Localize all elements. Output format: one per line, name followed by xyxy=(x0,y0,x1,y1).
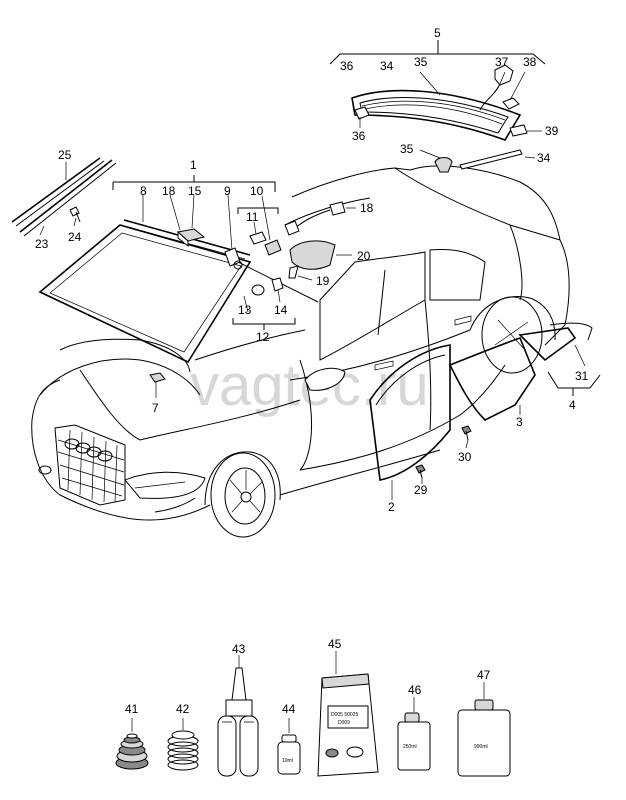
callout-numbers: 1 8 18 15 9 10 11 18 20 19 13 14 12 7 25… xyxy=(35,26,589,514)
callout-47: 47 xyxy=(477,668,491,682)
callout-7: 7 xyxy=(152,401,159,415)
callout-25: 25 xyxy=(58,148,72,162)
callout-8: 8 xyxy=(140,184,147,198)
car-body xyxy=(31,165,570,538)
callout-brackets xyxy=(39,40,601,500)
accessory-items: 41 42 43 10ml 44 xyxy=(115,637,511,777)
mirror-mount-parts xyxy=(149,201,346,383)
large-bottle: 990ml xyxy=(457,699,511,777)
sealing-cord-coil xyxy=(115,733,149,770)
callout-45: 45 xyxy=(328,637,342,651)
callout-20: 20 xyxy=(357,249,371,263)
callout-11: 11 xyxy=(246,210,259,224)
rear-window xyxy=(351,64,528,173)
callout-38: 38 xyxy=(523,55,537,69)
callout-35-bottom: 35 xyxy=(400,142,414,156)
callout-9: 9 xyxy=(224,184,231,198)
callout-31: 31 xyxy=(575,369,589,383)
callout-39: 39 xyxy=(545,124,559,138)
clip-part xyxy=(69,206,81,223)
callout-34-bottom: 34 xyxy=(537,151,551,165)
callout-23: 23 xyxy=(35,237,49,251)
small-bottle: 250ml xyxy=(397,712,431,771)
callout-3: 3 xyxy=(516,415,523,429)
callout-14: 14 xyxy=(274,303,288,317)
large-bottle-label: 990ml xyxy=(474,744,488,750)
callout-41: 41 xyxy=(125,702,139,716)
callout-13: 13 xyxy=(238,303,252,317)
callout-36-bottom: 36 xyxy=(352,129,366,143)
callout-24: 24 xyxy=(68,230,82,244)
small-bottle-label: 250ml xyxy=(403,744,417,750)
callout-19: 19 xyxy=(316,274,330,288)
callout-29: 29 xyxy=(414,483,428,497)
callout-34-top: 34 xyxy=(380,59,394,73)
adhesive-cartridge xyxy=(217,667,259,777)
callout-18-left: 18 xyxy=(162,184,176,198)
callout-37: 37 xyxy=(495,55,509,69)
callout-36-top: 36 xyxy=(340,59,354,73)
callout-1: 1 xyxy=(190,158,197,172)
bag-label-line2: D009 xyxy=(338,720,350,726)
callout-15: 15 xyxy=(188,184,202,198)
primer-tube: 10ml xyxy=(277,734,301,775)
callout-43: 43 xyxy=(232,642,246,656)
callout-5: 5 xyxy=(434,26,441,40)
callout-46: 46 xyxy=(408,683,422,697)
callout-10: 10 xyxy=(250,184,264,198)
callout-35-top: 35 xyxy=(414,55,428,69)
bag-label-line1: D005 50025 xyxy=(331,712,358,718)
door-glass-parts xyxy=(369,322,593,481)
callout-18-right: 18 xyxy=(360,201,374,215)
callout-42: 42 xyxy=(176,702,190,716)
callout-12: 12 xyxy=(256,330,270,344)
tube-label: 10ml xyxy=(282,758,293,764)
callout-44: 44 xyxy=(282,702,296,716)
callout-4: 4 xyxy=(569,398,576,412)
repair-kit-bag: D005 50025 D009 xyxy=(317,673,379,777)
callout-2: 2 xyxy=(388,500,395,514)
roof-trim-strips xyxy=(11,157,117,237)
sealing-tape-coil xyxy=(167,730,199,771)
callout-30: 30 xyxy=(458,450,472,464)
